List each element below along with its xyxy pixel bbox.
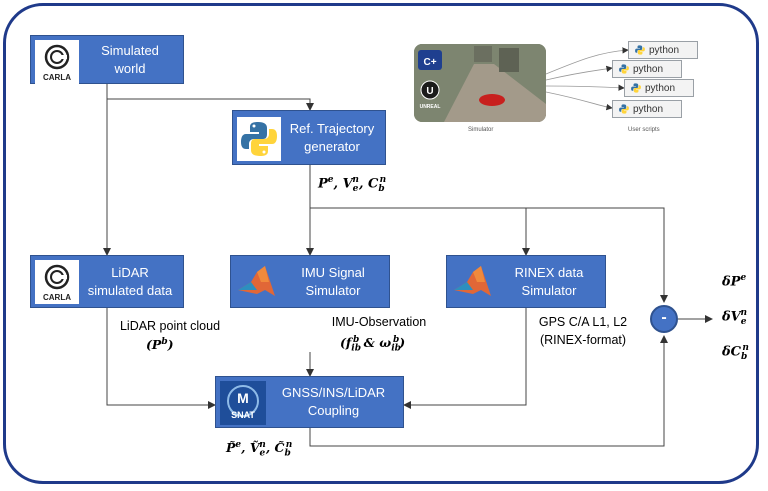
rinex-format-label: (RINEX-format) xyxy=(539,333,627,347)
box-lidar-data: CARLA LiDAR simulated data xyxy=(30,255,184,308)
matlab-logo-icon xyxy=(451,260,495,304)
box-rinex-simulator: RINEX data Simulator xyxy=(446,255,606,308)
ref-outputs-math: Pe, Ven, Cbn xyxy=(318,172,387,198)
difference-node: - xyxy=(650,305,678,333)
carla-logo-icon: CARLA xyxy=(35,260,79,304)
box-label: Ref. Trajectory generator xyxy=(289,120,375,154)
gps-label: GPS C/A L1, L2 xyxy=(538,315,628,329)
musnat-logo-icon: M SNAT xyxy=(220,381,266,425)
lidar-cloud-math: (Pb) xyxy=(146,337,174,353)
python-logo-icon xyxy=(237,117,281,161)
coupling-outputs-math: P̃e, Ṽen, C̃bn xyxy=(226,440,293,459)
box-simulated-world: CARLA Simulated world xyxy=(30,35,184,84)
svg-text:CARLA: CARLA xyxy=(43,73,71,82)
box-label: IMU Signal Simulator xyxy=(301,264,365,298)
user-scripts-caption: User scripts xyxy=(628,127,660,133)
error-velocity-label: δVen xyxy=(722,308,748,327)
line-world-ref xyxy=(107,98,314,111)
matlab-logo-icon xyxy=(235,260,279,304)
line-rinex-coupling xyxy=(403,308,527,409)
line-coupling-sum xyxy=(309,335,668,447)
svg-text:CARLA: CARLA xyxy=(43,293,71,302)
svg-text:M: M xyxy=(237,390,249,406)
error-position-label: δPe xyxy=(722,273,747,290)
diagram-frame xyxy=(3,3,759,484)
svg-text:UNREAL: UNREAL xyxy=(420,104,441,110)
python-script-box: python xyxy=(624,79,694,97)
python-script-box: python xyxy=(628,41,698,59)
box-label: GNSS/INS/LiDAR Coupling xyxy=(281,385,386,418)
box-ref-trajectory: Ref. Trajectory generator xyxy=(232,110,386,165)
error-attitude-label: δCbn xyxy=(722,343,749,362)
line-lidar-coupling xyxy=(106,308,216,409)
line-branch-sum xyxy=(526,207,668,303)
simulator-screenshot: C+ U UNREAL xyxy=(414,44,546,122)
svg-text:C+: C+ xyxy=(423,57,436,68)
carla-logo-icon: CARLA xyxy=(35,40,79,84)
box-coupling: M SNAT GNSS/INS/LiDAR Coupling xyxy=(215,376,404,428)
box-label: Simulated world xyxy=(101,42,159,76)
box-imu-simulator: IMU Signal Simulator xyxy=(230,255,390,308)
box-label: LiDAR simulated data xyxy=(87,264,173,298)
svg-text:U: U xyxy=(426,86,433,97)
imu-observation-math: (fibb & ωibb) xyxy=(340,335,406,354)
line-branch-rinex xyxy=(310,207,530,256)
python-script-box: python xyxy=(612,100,682,118)
python-script-box: python xyxy=(612,60,682,78)
svg-text:SNAT: SNAT xyxy=(231,410,255,420)
box-label: RINEX data Simulator xyxy=(514,264,584,298)
lidar-cloud-label: LiDAR point cloud xyxy=(119,319,221,333)
simulator-caption: Simulator xyxy=(468,127,494,133)
imu-observation-label: IMU-Observation xyxy=(331,315,427,329)
